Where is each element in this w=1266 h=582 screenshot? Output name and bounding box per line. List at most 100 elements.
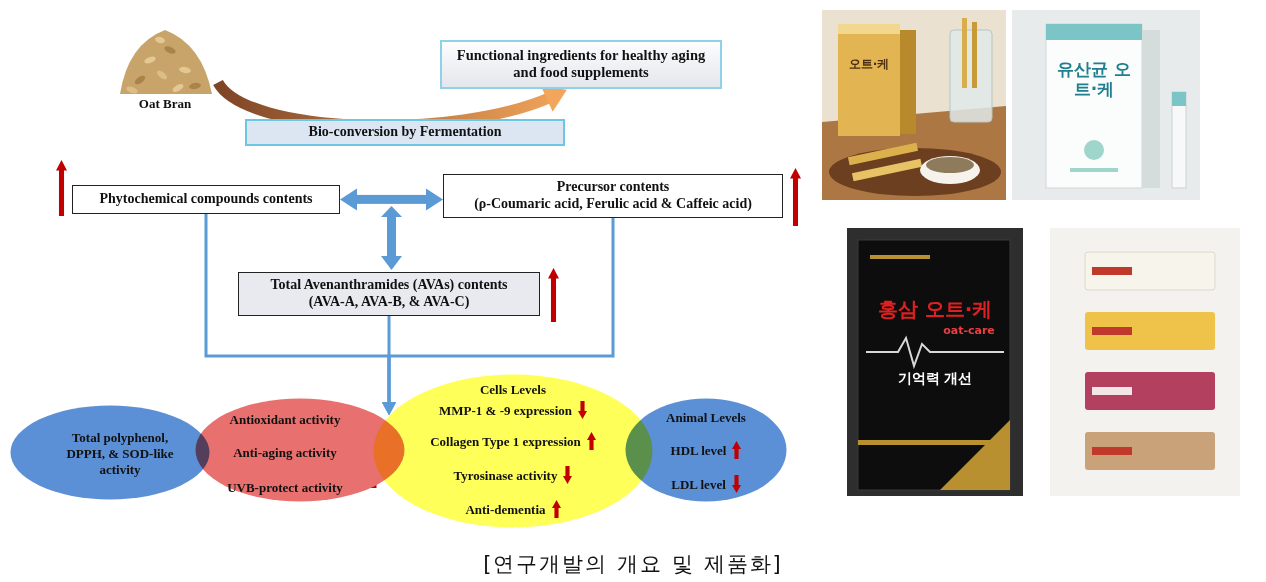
photo-rice-cakes-part bbox=[1092, 327, 1132, 335]
photo-rice-cakes-part bbox=[1092, 447, 1132, 455]
oat-bran-pile bbox=[120, 30, 212, 95]
trend-arrow-shape bbox=[548, 268, 559, 322]
result-ellipse: Cells LevelsMMP-1 & -9 expressionCollage… bbox=[373, 374, 653, 528]
photo-red-ginseng-box-part bbox=[858, 440, 1010, 445]
ellipse-text: Anti-aging activity bbox=[233, 445, 337, 460]
ellipse-text: HDL level bbox=[671, 443, 727, 458]
text-row: Anti-dementia bbox=[373, 500, 653, 518]
photo-gold-box bbox=[822, 10, 1006, 200]
text-row: HDL level bbox=[625, 441, 787, 459]
photo-red-ginseng-box-part bbox=[866, 338, 1004, 366]
result-ellipse: Antioxidant activityAnti-aging activityU… bbox=[195, 398, 405, 502]
photo-probiotic-box-part bbox=[1012, 10, 1200, 200]
text-row: Anti-aging activity bbox=[195, 445, 375, 461]
photo-probiotic-box-part bbox=[1142, 30, 1160, 188]
oat-bran-pile-part bbox=[120, 30, 212, 94]
text-row: UVB-protect activity bbox=[195, 480, 375, 496]
ellipse-text: Anti-dementia bbox=[465, 502, 545, 517]
change-arrow-shape bbox=[587, 432, 596, 450]
text-row: LDL level bbox=[625, 475, 787, 493]
photo-gold-box-part bbox=[926, 157, 974, 173]
change-arrow bbox=[563, 466, 572, 484]
oat-bran-pile-part bbox=[125, 85, 138, 95]
change-arrow-shape bbox=[563, 466, 572, 484]
package-text: 홍삼 오트·케 bbox=[878, 297, 993, 321]
photo-gold-box-part bbox=[920, 156, 980, 184]
photo-gold-box-part bbox=[852, 159, 922, 181]
oat-bran-pile-part bbox=[163, 45, 176, 56]
oat-bran-pile-part bbox=[154, 36, 165, 44]
package-text-box: oat-care bbox=[932, 325, 1006, 338]
box-text: Bio-conversion by Fermentation bbox=[253, 124, 557, 141]
change-arrow-shape bbox=[552, 500, 561, 518]
photo-gold-box-part bbox=[838, 24, 900, 34]
change-arrow-shape bbox=[732, 441, 741, 459]
photo-gold-box-part bbox=[972, 22, 977, 88]
text-row: Animal Levels bbox=[625, 410, 787, 426]
cross-arrow-part bbox=[381, 206, 402, 217]
text-row: Collagen Type 1 expression bbox=[373, 432, 653, 450]
box-text: (AVA-A, AVA-B, & AVA-C) bbox=[245, 294, 533, 311]
photo-rice-cakes-part bbox=[1085, 372, 1215, 410]
result-ellipse: Animal LevelsHDL levelLDL level bbox=[625, 398, 787, 502]
change-arrow bbox=[578, 401, 587, 419]
oat-bran-pile-part bbox=[189, 82, 202, 90]
box-text: (ρ-Coumaric acid, Ferulic acid & Caffeic… bbox=[450, 196, 776, 213]
caption: [연구개발의 개요 및 제품화] bbox=[483, 552, 782, 576]
ellipse-fill bbox=[626, 399, 787, 502]
box-text: Phytochemical compounds contents bbox=[79, 191, 333, 208]
change-arrow bbox=[732, 441, 741, 459]
ellipse-text: UVB-protect activity bbox=[227, 480, 343, 495]
change-arrow bbox=[732, 475, 741, 493]
change-arrow-shape bbox=[578, 401, 587, 419]
ellipse-fill bbox=[196, 399, 405, 502]
photo-probiotic-box-part bbox=[1172, 92, 1186, 106]
photo-gold-box-part bbox=[822, 10, 1006, 200]
text-row: MMP-1 & -9 expression bbox=[373, 401, 653, 419]
photo-probiotic-box-part bbox=[1070, 168, 1118, 172]
oat-bran-pile-part bbox=[155, 69, 168, 81]
photo-red-ginseng-box-part bbox=[847, 228, 1023, 496]
photo-rice-cakes bbox=[1050, 228, 1240, 496]
oat-bran-pile-part bbox=[179, 66, 192, 74]
content-box: Total Avenanthramides (AVAs) contents(AV… bbox=[238, 272, 540, 316]
trend-arrow bbox=[548, 268, 559, 322]
source-label: Oat Bran bbox=[112, 26, 218, 112]
trend-arrow bbox=[56, 160, 67, 216]
photo-probiotic-box-part bbox=[1046, 24, 1142, 188]
ellipse-text: LDL level bbox=[671, 477, 726, 492]
photo-probiotic-box bbox=[1012, 10, 1200, 200]
photo-gold-box-part bbox=[838, 24, 900, 136]
ellipse-text: Animal Levels bbox=[666, 410, 746, 425]
package-text-box: 기억력 개선 bbox=[870, 370, 1000, 386]
text-row: Total polyphenol, DPPH, & SOD-like activ… bbox=[58, 430, 182, 478]
content-box: Precursor contents(ρ-Coumaric acid, Feru… bbox=[443, 174, 783, 218]
oat-bran-pile-part bbox=[133, 74, 146, 86]
ellipse-text: Collagen Type 1 expression bbox=[430, 434, 581, 449]
photo-red-ginseng-box-part bbox=[940, 420, 1010, 490]
ellipse-text: MMP-1 & -9 expression bbox=[439, 403, 572, 418]
cross-arrow-part bbox=[381, 256, 402, 270]
package-text: oat-care bbox=[943, 324, 995, 337]
cross-arrow-part bbox=[387, 215, 396, 257]
result-ellipse: Total polyphenol, DPPH, & SOD-like activ… bbox=[10, 405, 210, 500]
box-text: Total Avenanthramides (AVAs) contents bbox=[245, 277, 533, 294]
connector bbox=[340, 188, 443, 210]
package-text-box: 오트·케 bbox=[840, 58, 898, 72]
change-arrow bbox=[587, 432, 596, 450]
package-text: 유산균 오트·케 bbox=[1057, 59, 1131, 99]
photo-gold-box-part bbox=[950, 30, 992, 122]
connector bbox=[382, 316, 396, 416]
ellipse-text: Tyrosinase activity bbox=[454, 468, 558, 483]
arrow-head bbox=[340, 188, 357, 210]
ellipse-text: Cells Levels bbox=[480, 382, 546, 397]
ellipse-fill bbox=[11, 406, 210, 500]
photo-rice-cakes-part bbox=[1092, 387, 1132, 395]
box-text: Precursor contents bbox=[450, 179, 776, 196]
change-arrow-shape bbox=[732, 475, 741, 493]
caption-box: [연구개발의 개요 및 제품화] bbox=[0, 550, 1266, 578]
trend-arrow-shape bbox=[790, 168, 801, 226]
photo-rice-cakes-part bbox=[1085, 432, 1215, 470]
process-box: Bio-conversion by Fermentation bbox=[245, 119, 565, 146]
